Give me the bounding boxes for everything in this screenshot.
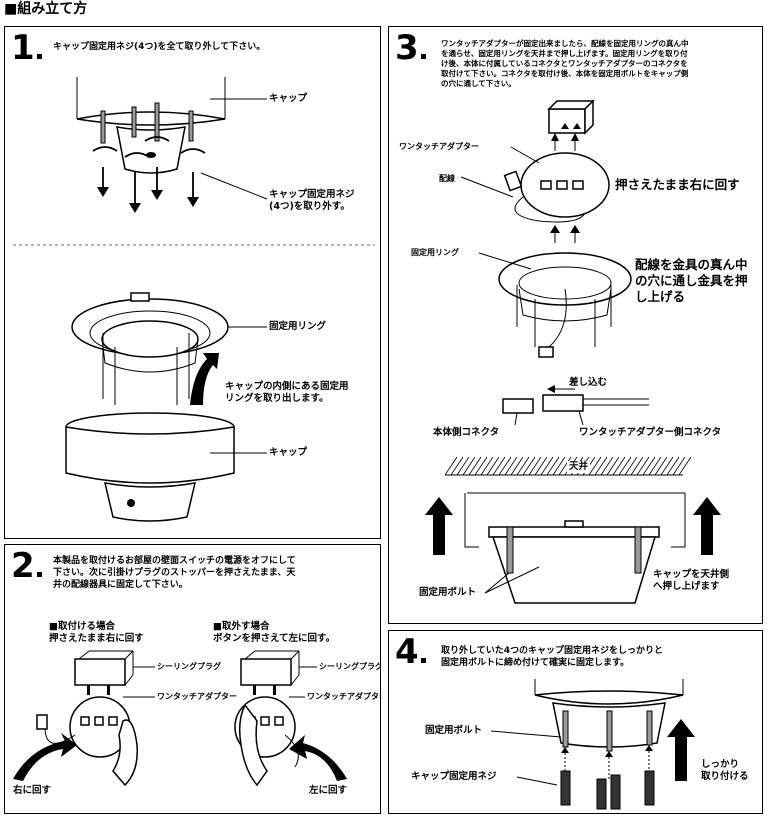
step3-push-cap: キャップを天井側 へ押し上げます [653,569,730,592]
step3-panel: 3 ワンタッチアダプターが固定出来ましたら、配線を固定用リングの真ん中 を通らせ… [388,26,763,624]
step1-label-remove-ring: キャップの内側にある固定用 リングを取り出します。 [225,381,349,404]
step3-ring-label: 固定用リング [411,248,459,257]
step2-attach-title: ■取付ける場合 押さえたまま右に回す [49,621,144,644]
step3-instruction: ワンタッチアダプターが固定出来ましたら、配線を固定用リングの真ん中 を通らせ、固… [441,39,689,88]
step3-ceiling-label: 天井 [567,461,591,473]
step4-tighten-label: しっかり 取り付ける [701,759,749,782]
step2-remove-title: ■取外す場合 ボタンを押さえて左に回す。 [213,621,336,644]
step3-pass-wire: 配線を金具の真ん中 の穴に通し金具を押 し上げる [635,257,748,304]
step4-panel: 4 取り外していた4つのキャップ固定用ネジをしっかりと 固定用ボルトに締め付けて… [388,630,763,814]
step2-adapter: ワンタッチアダプター [157,692,237,701]
step2-illustration [13,650,347,787]
step4-screw-label: キャップ固定用ネジ [411,771,497,782]
step1-illustration [13,77,375,522]
step4-instruction: 取り外していた4つのキャップ固定用ネジをしっかりと 固定用ボルトに締め付けて確実… [441,646,663,668]
step2-turn-right: 右に回す [13,785,52,796]
step3-wiring-label: 配線 [439,174,455,183]
step4-illustration [490,679,695,810]
step3-adapter-label: ワンタッチアダプター [399,142,479,151]
step1-number: 1 [11,31,42,65]
step4-number: 4 [395,635,426,669]
step2-instruction: 本製品を取付けるお部屋の壁面スイッチの電源をオフにして 下さい。次に引掛けプラグ… [53,556,296,590]
step3-illustration [425,99,721,604]
step2-panel: 2 本製品を取付けるお部屋の壁面スイッチの電源をオフにして 下さい。次に引掛けプ… [4,544,381,814]
step2-ceiling-plug2: シーリングプラグ [319,662,381,671]
step3-adapter-connector: ワンタッチアダプター側コネクタ [579,427,722,438]
step3-number: 3 [395,31,426,65]
step2-turn-left: 左に回す [309,785,348,796]
step3-press-turn: 押さえたまま右に回す [615,177,740,192]
step3-body-connector: 本体側コネクタ [433,427,500,438]
step1-label-ring: 固定用リング [269,321,327,332]
step1-label-screws: キャップ固定用ネジ (4つ)を取り外す。 [269,189,355,212]
step3-insert-label: 差し込む [569,377,608,388]
page-title: ■組み立て方 [4,1,88,17]
step1-label-cap: キャップ [269,93,308,104]
step2-ceiling-plug: シーリングプラグ [157,662,221,671]
step1-label-cap2: キャップ [269,447,308,458]
step2-adapter2: ワンタッチアダプター [307,692,381,701]
step4-bolt-label: 固定用ボルト [425,725,483,736]
step2-number: 2 [11,549,42,583]
step1-panel: 1 キャップ固定用ネジ(4つ)を全て取り外して下さい。 [4,26,381,539]
step3-bolt-label: 固定用ボルト [419,587,477,598]
step1-instruction: キャップ固定用ネジ(4つ)を全て取り外して下さい。 [53,42,266,52]
